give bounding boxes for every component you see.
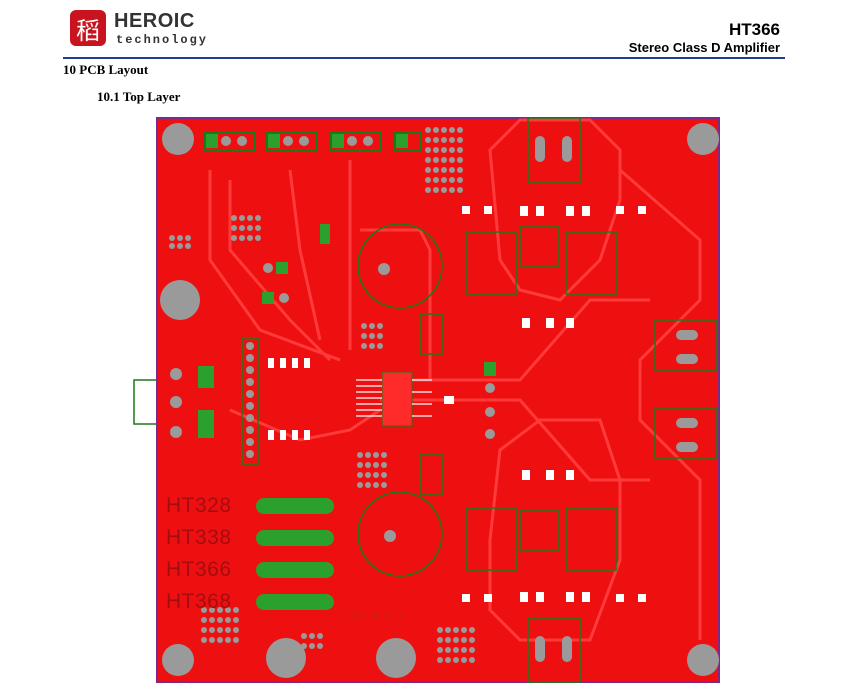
chip-label-ht368: HT368 — [166, 590, 232, 613]
logo-subtext: technology — [116, 33, 209, 47]
header-divider — [63, 57, 785, 59]
document-subtitle: Stereo Class D Amplifier — [628, 40, 780, 55]
logo-badge: 稻 — [70, 10, 106, 46]
pcb-top-layer-image — [133, 117, 720, 683]
chip-label-ht328: HT328 — [166, 494, 232, 517]
document-title: HT366 — [728, 20, 780, 39]
company-logo: 稻 HEROIC technology — [70, 8, 220, 52]
section-heading: 10 PCB Layout — [63, 62, 149, 77]
logo-name: HEROIC — [114, 10, 195, 32]
chip-label-ht338: HT338 — [166, 526, 232, 549]
subsection-heading: 10.1 Top Layer — [97, 89, 181, 104]
pcb-version-label: 2021.02 V1.0 — [348, 612, 402, 622]
chip-label-ht366: HT366 — [166, 558, 232, 581]
